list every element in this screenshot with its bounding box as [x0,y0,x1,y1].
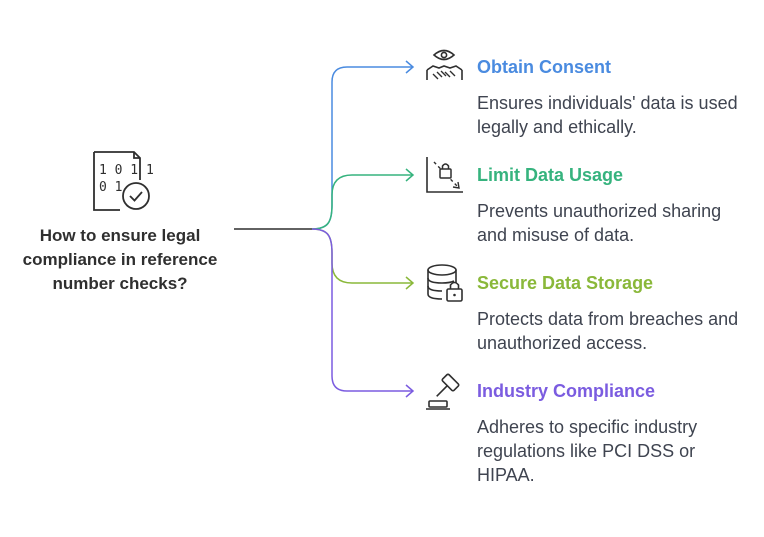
connector-industry-compliance [311,228,412,392]
svg-text:0 1: 0 1 [99,180,122,195]
handshake-eye-icon [426,49,463,80]
branch-desc-limit-data-usage: Prevents unauthorized sharing and misuse… [477,201,722,245]
arrowhead-secure-data-storage [405,276,415,290]
branch-title-limit-data-usage: Limit Data Usage [477,165,624,185]
gavel-icon [426,373,460,410]
branch-desc-industry-compliance: Adheres to specific industry regulations… [477,417,698,485]
branch-title-obtain-consent: Obtain Consent [477,57,611,77]
connector-secure-data-storage [311,228,412,284]
svg-text:1 0 1 1: 1 0 1 1 [99,163,154,178]
branch-desc-secure-data-storage: Protects data from breaches and unauthor… [477,309,739,353]
branch-desc-obtain-consent: Ensures individuals' data is used legall… [477,93,738,137]
chart-lock-icon [426,157,463,193]
arrowhead-limit-data-usage [405,168,415,182]
branch-title-secure-data-storage: Secure Data Storage [477,273,654,293]
database-lock-icon [427,264,463,302]
connector-limit-data-usage [311,174,412,230]
branch-title-industry-compliance: Industry Compliance [477,381,656,401]
binary-document-check-icon: 1 0 1 1 0 1 [93,151,154,211]
arrowhead-obtain-consent [405,60,415,74]
arrowhead-industry-compliance [405,384,415,398]
connector-obtain-consent [311,66,412,230]
root-question: How to ensure legal compliance in refere… [22,226,218,293]
